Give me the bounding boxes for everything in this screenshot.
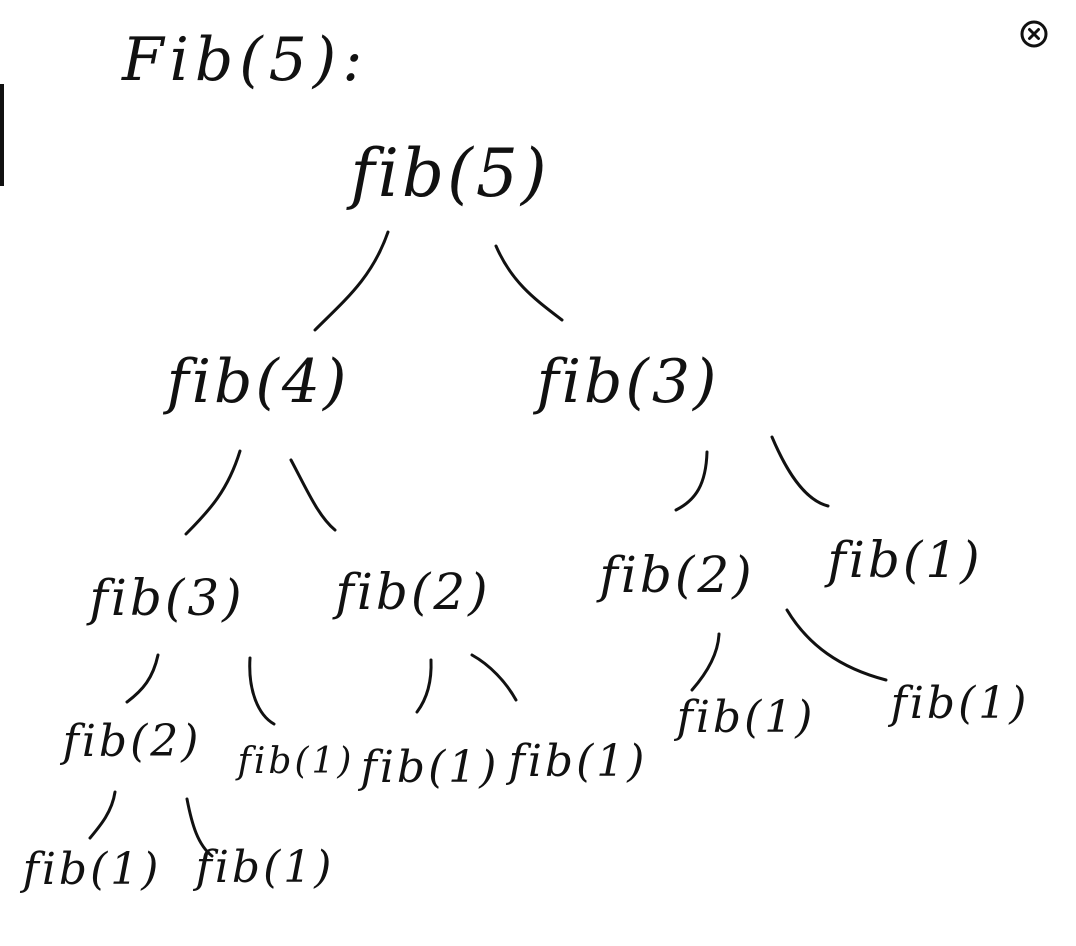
edge-l2b-c: [415, 658, 433, 714]
edge-l2a-b: [248, 656, 276, 726]
edge-l2c-e: [690, 632, 721, 692]
page-title: Fib(5):: [122, 25, 369, 95]
node-fib-1-b: fib(1): [360, 742, 500, 793]
close-button[interactable]: [1019, 19, 1049, 49]
edge-l1right-c: [674, 450, 709, 512]
edge-l2a-a: [125, 653, 160, 704]
node-fib-5: fib(5): [350, 135, 550, 212]
edge-l1left-a: [184, 449, 242, 536]
edge-l1right-d: [770, 435, 830, 508]
edge-l2b-d: [470, 653, 518, 702]
node-fib-1-d: fib(1): [676, 692, 816, 743]
node-fib-1-c: fib(1): [508, 736, 648, 787]
node-fib-2-right: fib(2): [599, 546, 755, 604]
edge-root-right: [494, 244, 564, 322]
node-fib-4: fib(4): [166, 347, 350, 417]
node-fib-3-right: fib(3): [536, 347, 720, 417]
edge-root-left: [313, 230, 390, 332]
text-cursor-bar: [0, 84, 4, 186]
edge-l3a-a: [88, 790, 117, 840]
edge-l2c-f: [785, 608, 888, 682]
node-fib-1-a: fib(1): [237, 741, 355, 782]
edge-l1left-b: [289, 458, 337, 532]
node-fib-3-left: fib(3): [89, 569, 245, 627]
node-fib-1-f: fib(1): [22, 844, 162, 895]
node-fib-2-deep: fib(2): [62, 716, 202, 767]
node-fib-1-e: fib(1): [890, 678, 1030, 729]
close-circle-icon: [1020, 20, 1048, 48]
edge-l3a-b: [185, 797, 214, 858]
node-fib-1-g: fib(1): [195, 842, 335, 893]
node-fib-1-right: fib(1): [827, 531, 983, 589]
node-fib-2-middle: fib(2): [335, 563, 491, 621]
